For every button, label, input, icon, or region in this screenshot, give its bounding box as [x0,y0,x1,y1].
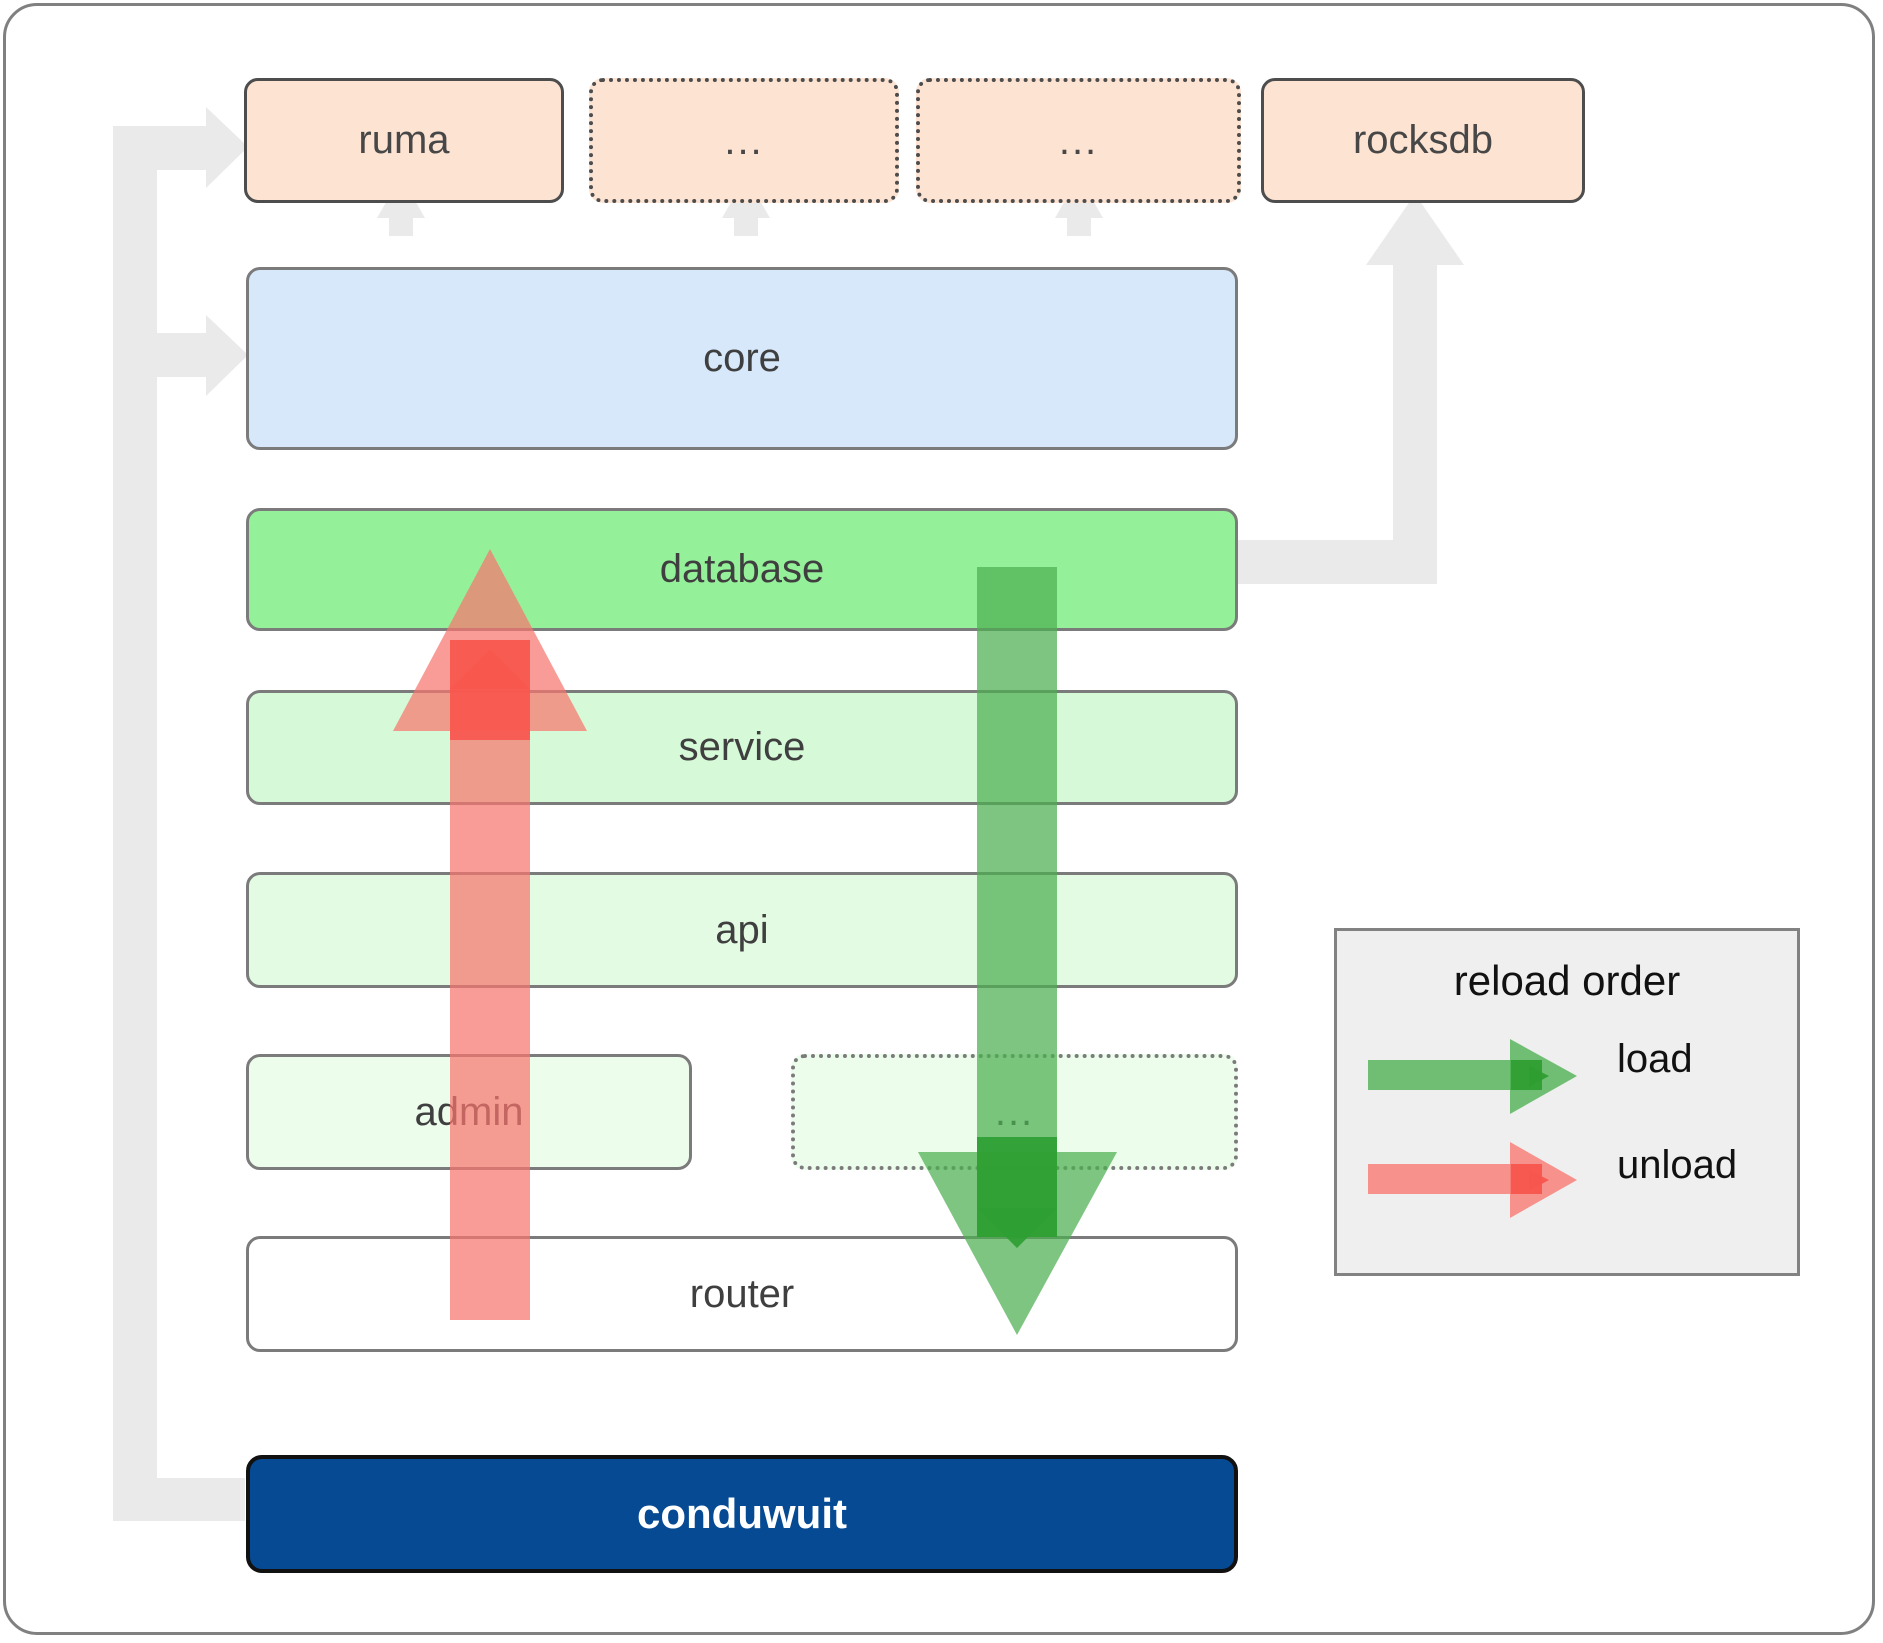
load-arrow [918,567,1117,1335]
dep-box-ellipsis-1[interactable]: ... [589,78,899,203]
dep-box-ruma[interactable]: ruma [244,78,564,203]
right-connector-bus [1230,194,1464,584]
legend-panel: reload order load unload [1334,928,1800,1276]
module-box-router-label: router [689,1271,795,1316]
legend-title: reload order [1453,957,1681,1004]
module-box-core-label: core [703,336,781,380]
dep-box-ellipsis-2[interactable]: ... [916,78,1241,203]
module-box-api-label: api [715,907,769,952]
module-box-api[interactable]: api [246,872,1238,988]
app-box-conduwuit[interactable]: conduwuit [246,1455,1238,1573]
legend-label-unload: unload [1617,1143,1738,1187]
module-box-service-label: service [678,725,806,769]
legend-label-load: load [1617,1037,1693,1081]
module-box-router[interactable]: router [246,1236,1238,1352]
legend-swatch-unload [1368,1142,1577,1218]
dep-box-rocksdb[interactable]: rocksdb [1261,78,1585,203]
legend-arrow-swatches [1368,1039,1577,1218]
unload-arrow [393,549,587,1320]
dep-box-rocksdb-label: rocksdb [1352,118,1494,162]
legend-swatch-load [1368,1039,1577,1114]
left-connector-bus [113,107,248,1521]
app-box-conduwuit-label: conduwuit [637,1490,847,1537]
dep-box-ruma-label: ruma [358,118,450,162]
module-box-core[interactable]: core [246,267,1238,450]
module-box-database-label: database [659,547,825,591]
module-box-database[interactable]: database [246,508,1238,631]
